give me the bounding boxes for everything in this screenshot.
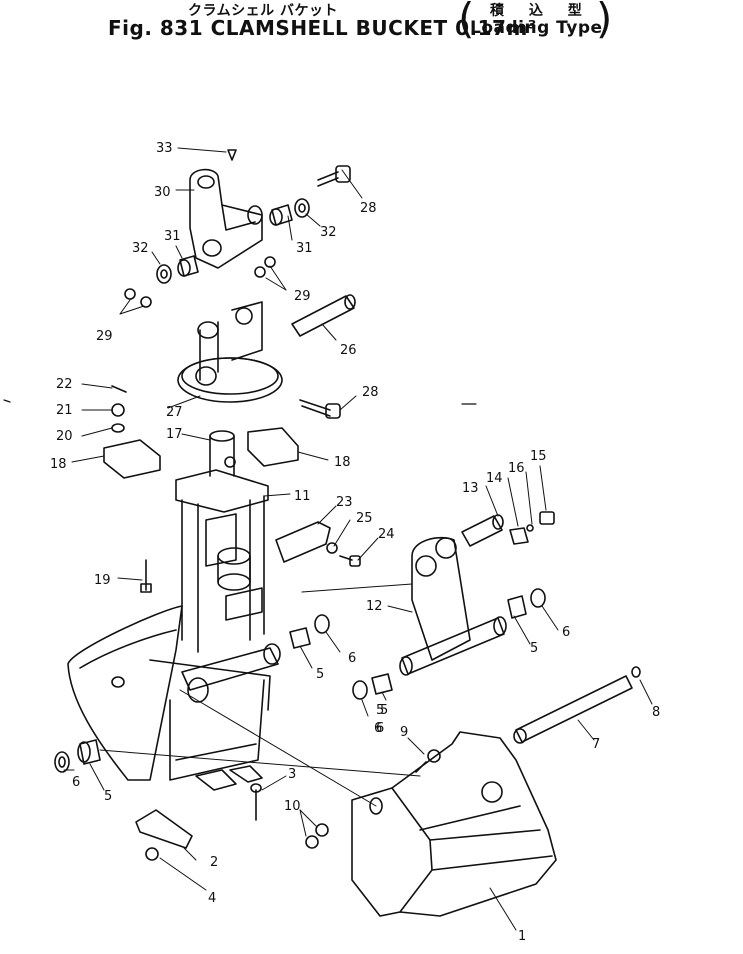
type-label: Loading Type (470, 18, 603, 38)
callout: 28 (362, 385, 379, 400)
callout: 27 (166, 405, 183, 420)
callout: 31 (164, 229, 181, 244)
callout: 1 (518, 929, 526, 944)
bushings-left (54, 739, 101, 773)
callout: 31 (296, 241, 313, 256)
plate-23 (275, 521, 331, 563)
callout: 32 (132, 241, 149, 256)
leader-lines (63, 147, 653, 931)
callout: 6 (72, 775, 80, 790)
callout: 11 (294, 489, 311, 504)
callout: 6 (376, 721, 384, 736)
callout: 29 (96, 329, 113, 344)
callout: 5 (380, 703, 388, 718)
callout: 12 (366, 599, 383, 614)
japanese-title: クラムシェル バケット (188, 3, 338, 19)
callout: 6 (374, 721, 382, 736)
callout: 28 (360, 201, 377, 216)
scan-marks (3, 399, 477, 405)
type-japanese: 積 込 型 (490, 3, 592, 19)
callout: 14 (486, 471, 503, 486)
tooth-2 (135, 783, 262, 861)
callout: 20 (56, 429, 73, 444)
callout: 19 (94, 573, 111, 588)
callout: 30 (154, 185, 171, 200)
callout: 6 (562, 625, 570, 640)
left-jaw (67, 605, 281, 791)
right-paren: ) (596, 0, 613, 43)
top-bracket (189, 149, 263, 269)
callout: 8 (652, 705, 660, 720)
callout: 5 (104, 789, 112, 804)
pin-13 (461, 511, 555, 547)
pin-26 (291, 294, 356, 337)
callout: 5 (376, 703, 384, 718)
figure-title: Fig. 831 CLAMSHELL BUCKET 0.17m³ (108, 16, 538, 40)
main-frame (175, 469, 269, 653)
bolt-19 (140, 559, 152, 593)
bolt-24 (326, 542, 361, 567)
swivel-ring (177, 301, 283, 403)
callout: 25 (356, 511, 373, 526)
callout: 10 (284, 799, 301, 814)
callout: 23 (336, 495, 353, 510)
nuts-29 (124, 256, 276, 308)
callout: 5 (530, 641, 538, 656)
callout: 18 (50, 457, 67, 472)
callout: 6 (348, 651, 356, 666)
callout: 7 (592, 737, 600, 752)
callout: 24 (378, 527, 395, 542)
callout: 26 (340, 343, 357, 358)
callout: 13 (462, 481, 479, 496)
clamp-blocks (103, 427, 299, 479)
callout: 17 (166, 427, 183, 442)
callout: 18 (334, 455, 351, 470)
callout-labels: 1 2 3 4 5 5 5 5 5 6 6 6 6 6 7 8 9 10 11 … (50, 141, 660, 944)
callout: 21 (56, 403, 73, 418)
callout: 22 (56, 377, 73, 392)
right-bucket (351, 731, 557, 917)
long-pin-7 (513, 666, 641, 744)
callout: 4 (208, 891, 216, 906)
callout: 32 (320, 225, 337, 240)
callout: 3 (288, 767, 296, 782)
callout: 29 (294, 289, 311, 304)
lower-pin-28 (299, 399, 341, 419)
small-parts-left (111, 385, 127, 433)
callout: 2 (210, 855, 218, 870)
center-shaft (209, 430, 236, 477)
fittings-9-10 (305, 749, 441, 849)
callout: 5 (316, 667, 324, 682)
callout: 15 (530, 449, 547, 464)
upper-pin (317, 165, 351, 187)
callout: 9 (400, 725, 408, 740)
left-paren: ( (458, 0, 475, 43)
bushings-right (289, 588, 546, 700)
callout: 16 (508, 461, 525, 476)
right-arm (399, 536, 507, 676)
callout: 33 (156, 141, 173, 156)
upper-bushings (156, 198, 310, 284)
